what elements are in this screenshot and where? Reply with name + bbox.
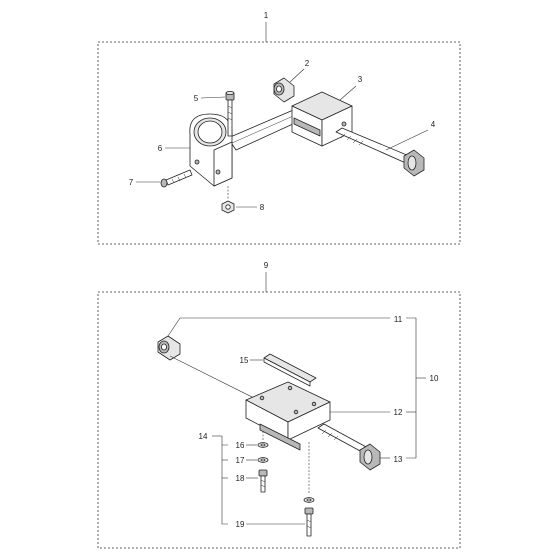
part-19-washer (303, 497, 315, 503)
leader-11b (167, 317, 181, 337)
callout-11: 11 (394, 315, 403, 324)
leader-2 (289, 68, 305, 83)
assembly-1: 1 (97, 11, 461, 245)
callout-3: 3 (358, 75, 363, 84)
part-11-bushing (157, 335, 181, 361)
callout-1: 1 (264, 11, 269, 20)
callout-7: 7 (129, 178, 134, 187)
part-8-nut (221, 186, 235, 214)
leader-3 (339, 85, 357, 101)
callout-16: 16 (236, 441, 245, 450)
callout-6: 6 (158, 144, 163, 153)
callout-8: 8 (260, 203, 265, 212)
callout-4: 4 (431, 120, 436, 129)
callout-12: 12 (394, 408, 403, 417)
part-12-block (245, 381, 331, 451)
callout-15: 15 (240, 356, 249, 365)
assembly-9-frame (97, 291, 461, 549)
callout-18: 18 (236, 474, 245, 483)
callout-14: 14 (199, 432, 208, 441)
part-6-clamp (189, 113, 233, 187)
part-2-bushing (273, 77, 295, 103)
part-5-screw (225, 91, 235, 137)
part-15-key (263, 353, 317, 387)
part-13-bolt (317, 423, 381, 471)
part-16-washer (257, 442, 269, 448)
part-17-washer (257, 457, 269, 463)
callout-9: 9 (264, 261, 269, 270)
leader-5 (200, 96, 226, 99)
part-19-screw (304, 507, 314, 537)
callout-17: 17 (236, 456, 245, 465)
leader-4 (385, 129, 429, 151)
callout-5: 5 (194, 94, 199, 103)
part-4-bolt (335, 127, 425, 177)
bracket-10 (406, 317, 417, 459)
part-18-screw (258, 469, 268, 493)
assembly-axis-line (169, 355, 259, 401)
callout-10: 10 (430, 374, 439, 383)
part-7-screw (160, 169, 193, 188)
part-3-block (291, 91, 353, 147)
callout-19: 19 (236, 520, 245, 529)
callout-13: 13 (394, 455, 403, 464)
assembly-1-frame (97, 41, 461, 245)
assembly-9: 9 (97, 261, 461, 549)
bracket-14 (221, 444, 228, 525)
callout-2: 2 (305, 59, 310, 68)
